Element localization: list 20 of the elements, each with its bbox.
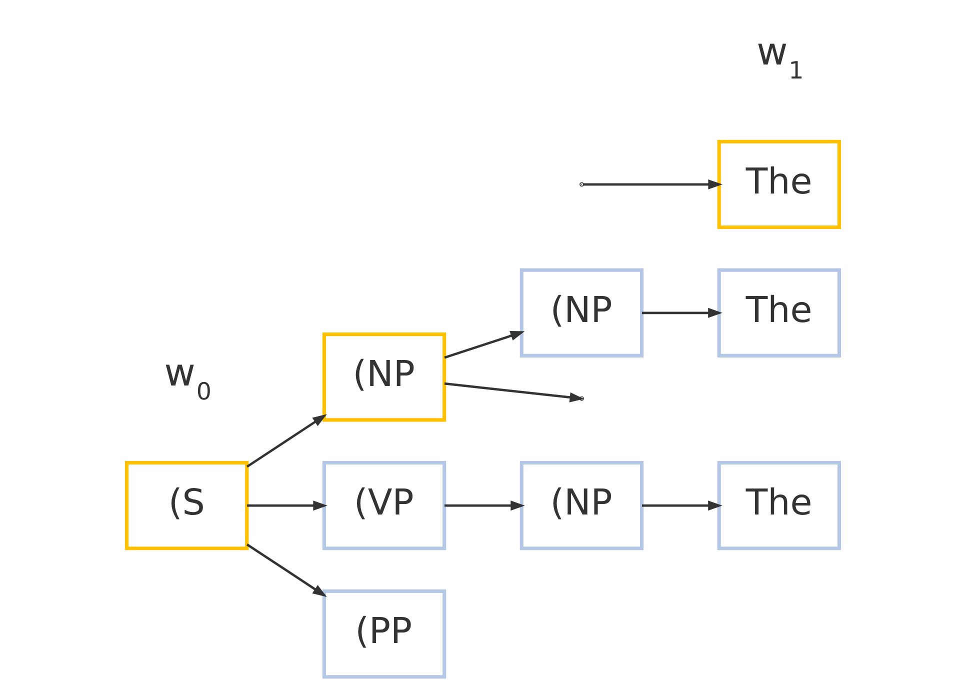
node-box: (NP bbox=[322, 332, 446, 422]
arrow bbox=[444, 330, 525, 359]
label: w$_{1}$ bbox=[756, 29, 804, 84]
arrow bbox=[642, 500, 722, 511]
label: w$_{0}$ bbox=[164, 350, 212, 406]
arrow bbox=[642, 308, 722, 318]
node-box: The bbox=[717, 460, 842, 550]
node-box: (NP bbox=[520, 268, 644, 358]
arrow bbox=[444, 382, 584, 402]
arrow bbox=[247, 500, 328, 511]
arrow bbox=[246, 543, 327, 598]
arrow bbox=[444, 500, 525, 511]
arrow bbox=[583, 179, 723, 190]
node-box: (VP bbox=[322, 460, 446, 550]
node-box: (PP bbox=[322, 589, 446, 679]
arrow bbox=[246, 414, 327, 468]
node-box: (NP bbox=[520, 460, 644, 550]
node-box: The bbox=[717, 268, 842, 358]
node-box: The bbox=[717, 140, 842, 230]
node-box: (S bbox=[124, 460, 249, 550]
